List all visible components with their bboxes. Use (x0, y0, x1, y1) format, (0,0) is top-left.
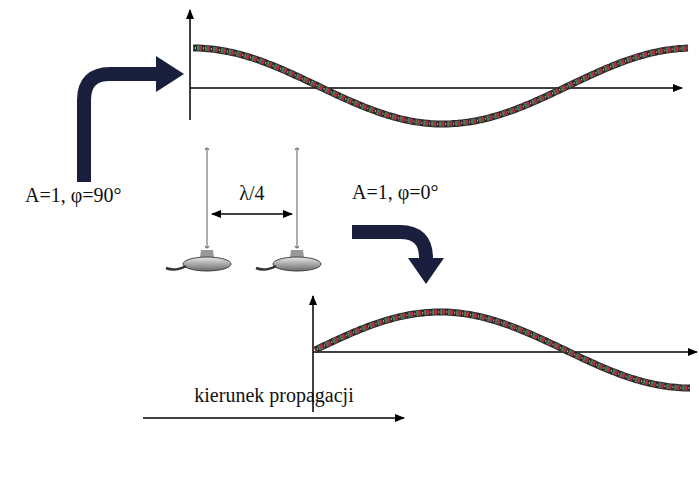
wave (315, 312, 690, 388)
wave (315, 312, 690, 388)
antenna (166, 148, 231, 271)
wave (315, 312, 690, 388)
axis (189, 10, 191, 120)
signal-label: A=1, φ=0° (352, 181, 439, 204)
wave (193, 48, 688, 124)
direction-arrow (143, 417, 404, 419)
flow-arrow (352, 232, 426, 262)
axis (313, 351, 697, 353)
wave (193, 48, 688, 124)
wave (315, 312, 690, 388)
signal-label: A=1, φ=90° (25, 184, 122, 207)
antenna (256, 148, 321, 271)
dimension-label: λ/4 (239, 182, 264, 205)
axis (190, 87, 682, 89)
flow-arrow-head (156, 56, 184, 92)
flow-arrow-head (408, 258, 444, 284)
direction-label: kierunek propagacji (194, 384, 353, 407)
flow-arrow (84, 74, 158, 182)
wave (193, 48, 688, 124)
wave (193, 48, 688, 124)
dimension-arrow (212, 213, 292, 215)
